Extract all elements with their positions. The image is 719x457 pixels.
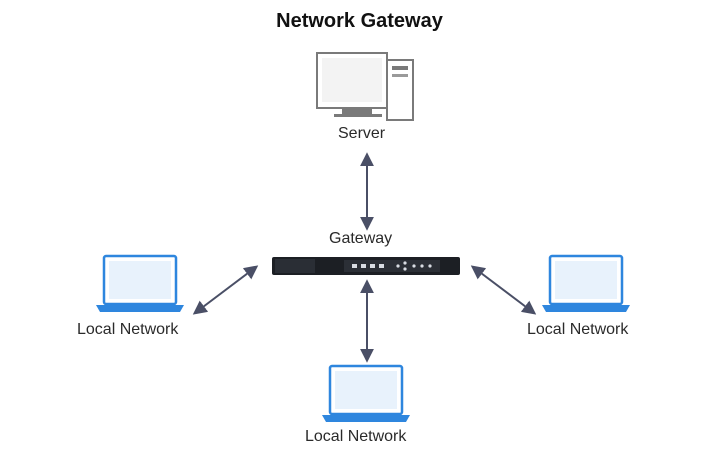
local-network-bottom-label: Local Network xyxy=(305,428,407,445)
gateway-device-icon xyxy=(272,257,460,275)
server-label: Server xyxy=(338,125,386,142)
local-network-right-label: Local Network xyxy=(527,321,629,338)
local-network-left-label: Local Network xyxy=(77,321,179,338)
arrow-gateway-local-right xyxy=(470,265,537,315)
diagram-title: Network Gateway xyxy=(276,10,443,32)
arrow-gateway-local-left xyxy=(192,265,259,315)
gateway-label: Gateway xyxy=(329,230,393,247)
server-icon xyxy=(316,52,414,121)
laptop-icon xyxy=(322,364,410,422)
laptop-icon xyxy=(542,254,630,312)
laptop-icon xyxy=(96,254,184,312)
